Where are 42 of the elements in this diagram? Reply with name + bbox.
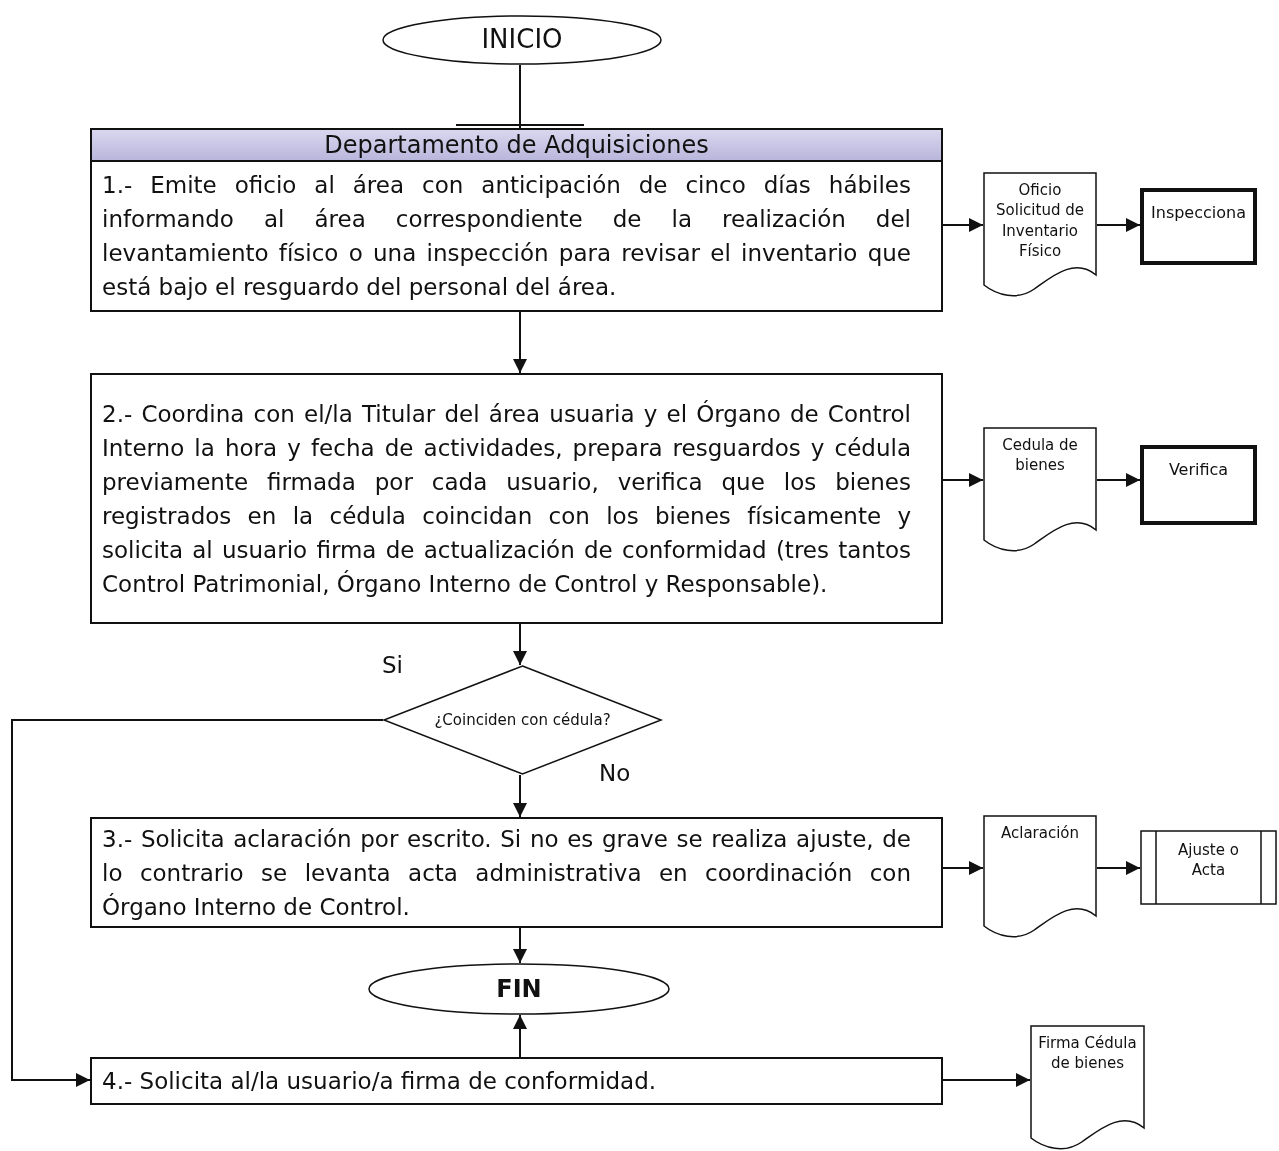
arrow	[1096, 861, 1141, 875]
process-box	[90, 373, 943, 624]
document-shape	[983, 427, 1097, 552]
step-text: 4.- Solicita al/la usuario/a firma de conformidad.	[101, 1067, 658, 1096]
shape-label: Verifica	[1167, 459, 1230, 481]
arrow	[1096, 218, 1141, 232]
shape-label: FIN	[495, 973, 543, 1005]
process-box	[1140, 445, 1257, 525]
shape-label: INICIO	[480, 23, 564, 57]
process-box	[90, 817, 943, 928]
step-text: 2.- Coordina con el/la Titular del área usuaria y el Órgano de Control Interno la hora y fecha de actividades, prepara resguardos y cédula previamente firmada por cada usuario, verifica que los bienes registrados en la cédula coincidan con los bienes físicamente y solicita al usuario firma de actualización de conformidad (tres tantos Control Patrimonial, Órgano Interno de Control y Responsable).	[101, 399, 912, 599]
arrow	[942, 861, 984, 875]
department-header: Departamento de Adquisiciones	[92, 130, 941, 162]
arrow	[942, 1073, 1031, 1087]
process-box	[1140, 188, 1257, 265]
document-shape	[1030, 1025, 1145, 1150]
document-shape	[983, 815, 1097, 938]
arrow	[513, 311, 527, 374]
shape-label: Oficio Solicitud de Inventario Físico	[995, 180, 1085, 261]
arrow	[513, 1014, 527, 1058]
terminator-ellipse	[382, 15, 662, 65]
shape-label: Inspecciona	[1150, 202, 1247, 224]
terminator-ellipse	[368, 963, 670, 1015]
predefined-process-box	[1140, 830, 1277, 905]
shape-label: Aclaración	[999, 823, 1081, 844]
arrow	[11, 719, 384, 1087]
arrow	[942, 473, 984, 487]
step-text: 3.- Solicita aclaración por escrito. Si no es grave se realiza ajuste, de lo contrario se levanta acta administrativa en coordinación con Órgano Interno de Control.	[101, 824, 912, 922]
shape-label: Ajuste o Acta	[1177, 840, 1240, 881]
arrow	[513, 927, 527, 964]
shape-label: Firma Cédula de bienes	[1037, 1033, 1138, 1074]
process-box	[90, 1057, 943, 1105]
arrow	[513, 623, 527, 666]
arrow	[942, 218, 984, 232]
step-text: 1.- Emite oficio al área con anticipación de cinco días hábiles informando al área correspondiente de la realización del levantamiento físico o una inspección para revisar el inventario que está bajo el resguardo del personal del área.	[101, 171, 912, 302]
shape-label: ¿Coinciden con cédula?	[433, 709, 612, 731]
connector-line	[456, 64, 584, 129]
document-shape	[983, 172, 1097, 297]
shape-label: Cedula de bienes	[1001, 435, 1079, 476]
arrow	[1096, 473, 1141, 487]
arrow	[513, 774, 527, 818]
process-box	[90, 128, 943, 312]
